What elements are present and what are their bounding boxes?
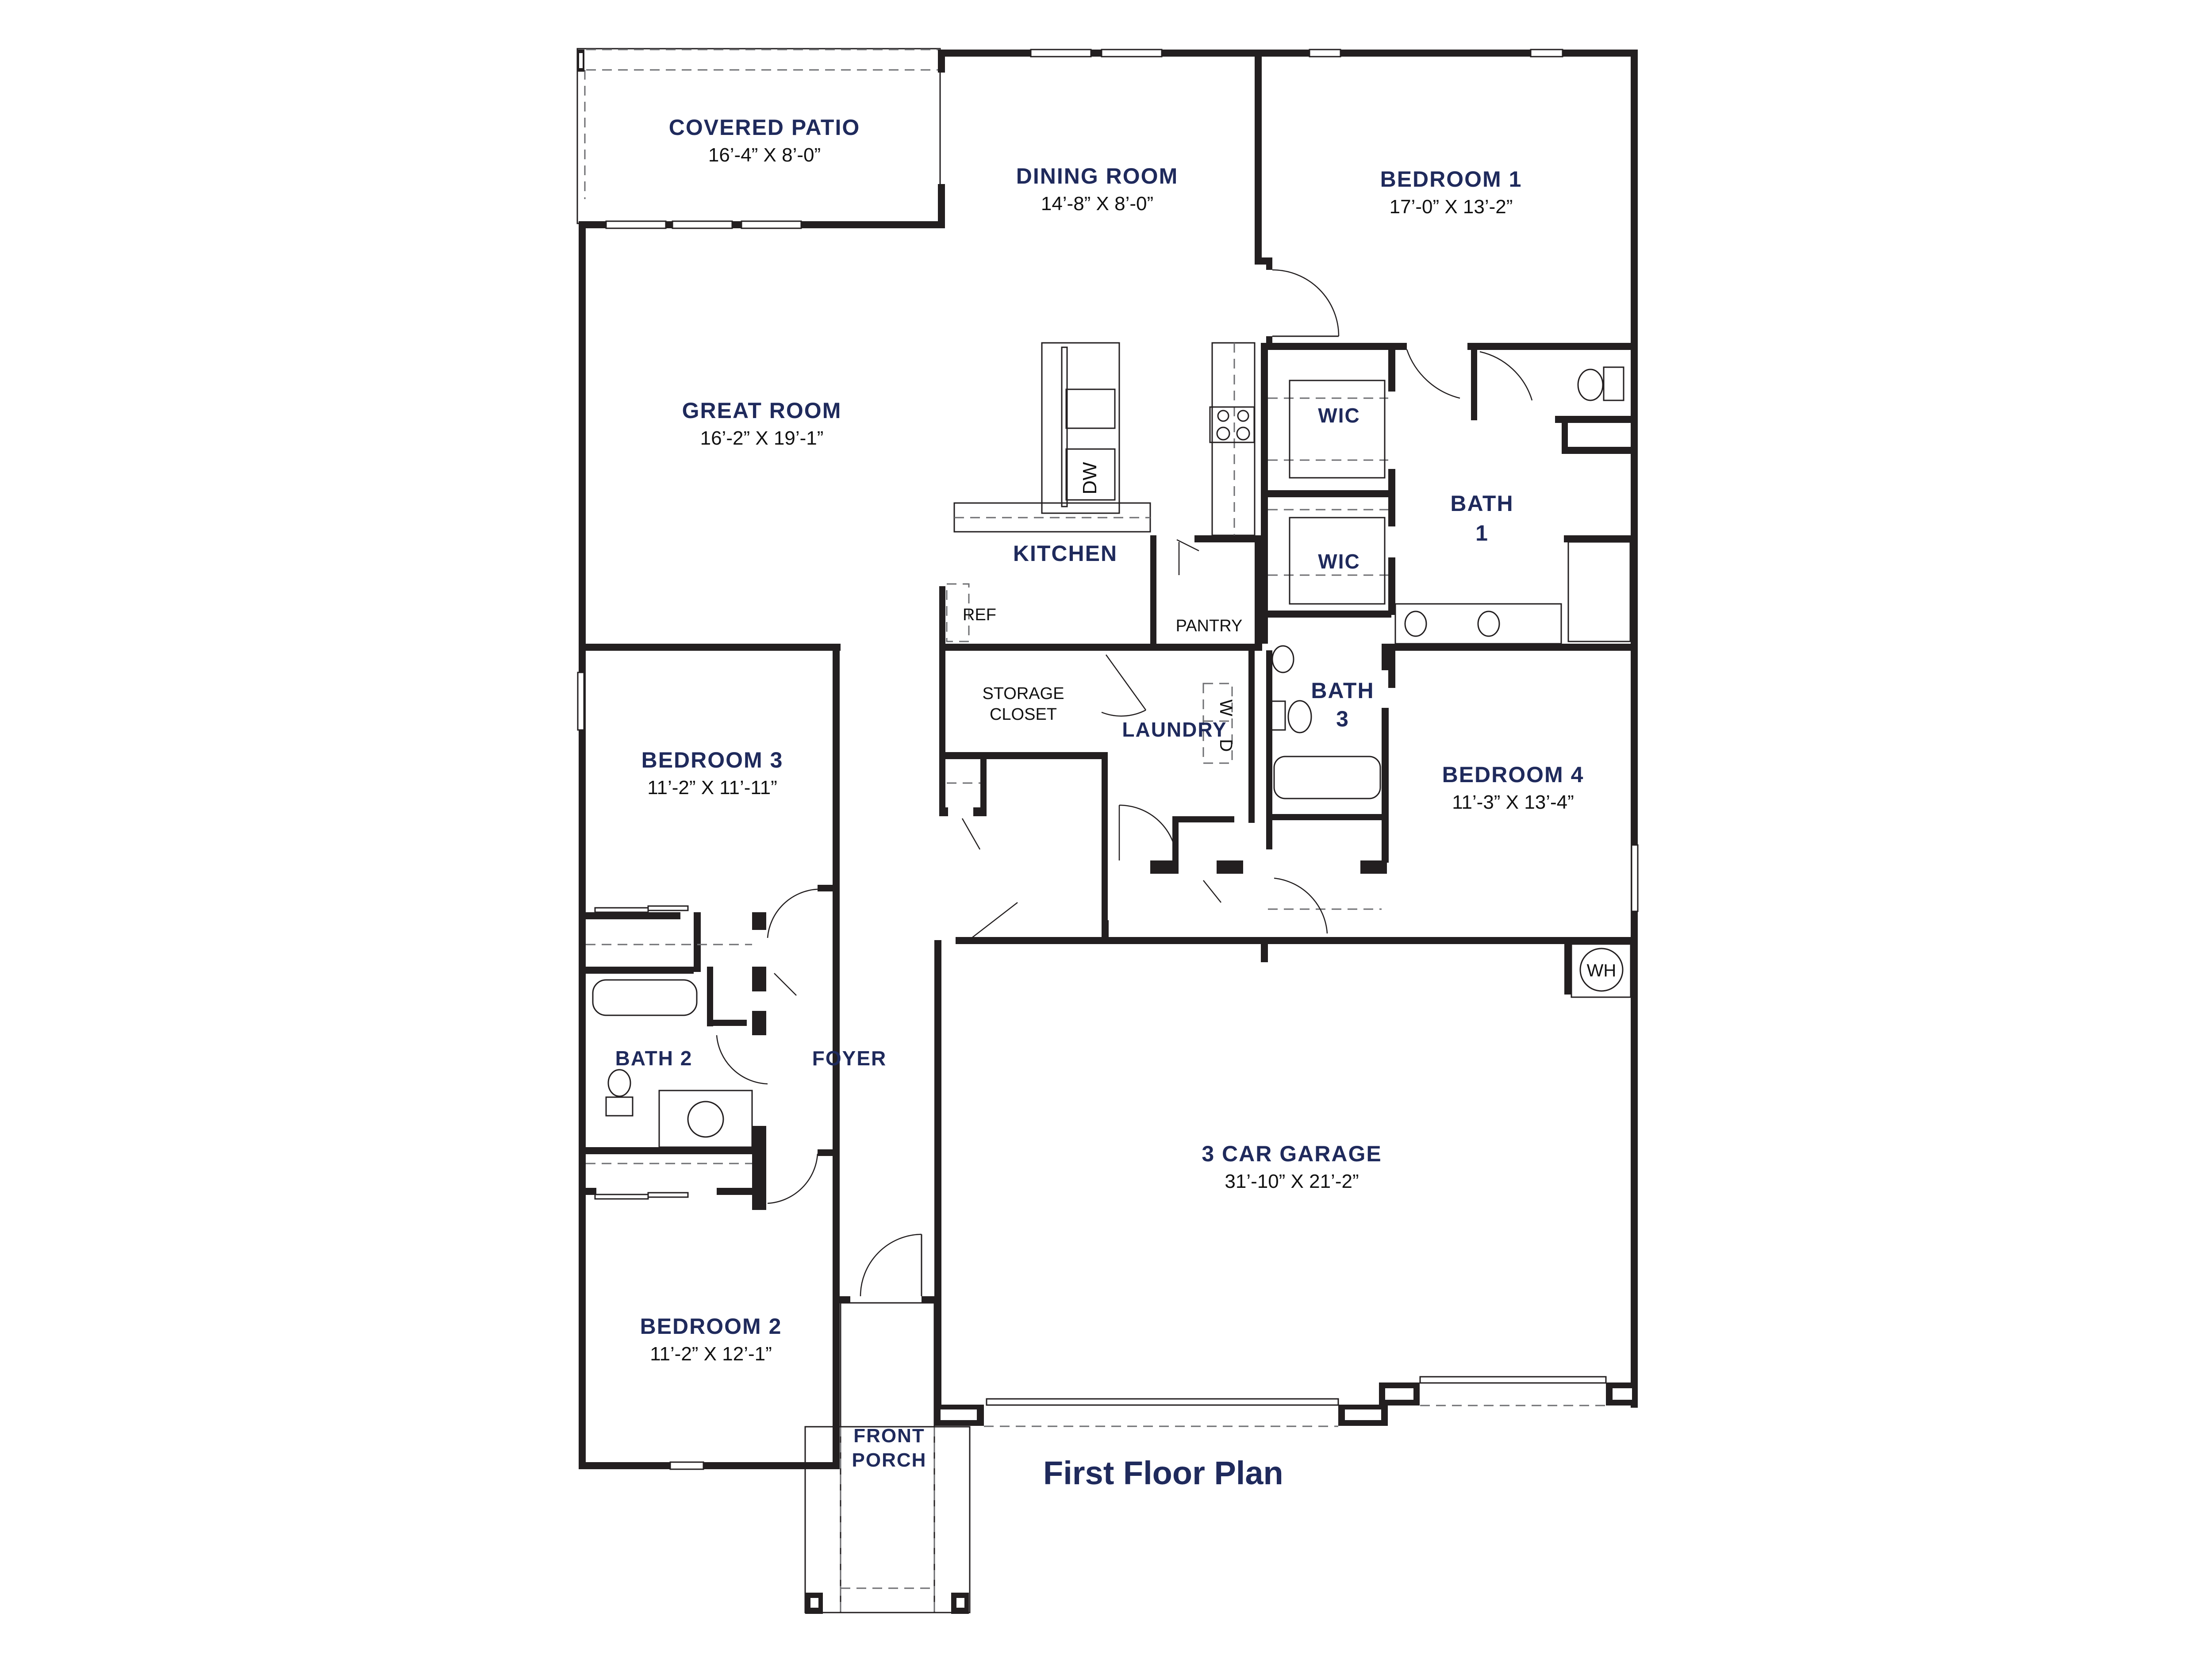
room-name: BEDROOM 3: [641, 748, 783, 772]
closet-shelves: [586, 380, 1388, 1200]
room-label-pantry: PANTRY: [1176, 617, 1243, 635]
room-label-bedroom-2: BEDROOM 2 11’-2” X 12’-1”: [640, 1314, 782, 1365]
dishwasher: DW: [1079, 462, 1101, 495]
kitchen-counter-range: [953, 342, 1256, 536]
dryer-label: D: [1216, 739, 1236, 752]
interior-walls: [579, 57, 1638, 1210]
room-name: BATH 2: [615, 1047, 693, 1070]
refrigerator: [946, 583, 970, 642]
room-dimensions: 17’-0” X 13’-2”: [1390, 196, 1513, 218]
room-label-wic-1: WIC: [1318, 404, 1360, 427]
room-name: DINING ROOM: [1016, 164, 1178, 188]
room-label-storage-closet: STORAGE CLOSET: [982, 684, 1064, 724]
plan-title: First Floor Plan: [1043, 1455, 1283, 1491]
room-label-kitchen: KITCHEN: [1013, 541, 1118, 566]
room-label-foyer: FOYER: [812, 1047, 887, 1070]
room-label-refrigerator: REF: [963, 606, 996, 624]
room-name: STORAGE: [982, 684, 1064, 703]
room-name: PORCH: [852, 1449, 927, 1471]
room-dimensions: 11’-2” X 12’-1”: [650, 1343, 772, 1365]
room-name: PANTRY: [1176, 617, 1243, 635]
room-name: FOYER: [812, 1047, 887, 1070]
room-label-front-porch: FRONT PORCH: [852, 1425, 927, 1471]
room-label-bath-3: BATH 3: [1311, 678, 1374, 731]
windows: [577, 49, 1639, 1470]
room-label-bath-2: BATH 2: [615, 1047, 693, 1070]
room-number: 3: [1336, 707, 1349, 731]
room-dimensions: 16’-2” X 19’-1”: [700, 427, 824, 449]
water-heater-label: WH: [1587, 961, 1617, 980]
room-dimensions: 31’-10” X 21’-2”: [1225, 1171, 1359, 1192]
washer-label: W: [1216, 699, 1236, 716]
room-name: FRONT: [853, 1425, 925, 1447]
door-swings: [716, 269, 1533, 1297]
bath-fixtures: [592, 366, 1631, 1148]
kitchen-island: [1041, 342, 1120, 514]
water-heater: WH: [1571, 943, 1632, 998]
room-dimensions: 16’-4” X 8’-0”: [708, 144, 821, 166]
room-number: 1: [1475, 521, 1489, 545]
room-label-laundry: LAUNDRY: [1122, 718, 1227, 741]
room-label-dining-room: DINING ROOM 14’-8” X 8’-0”: [1016, 164, 1178, 215]
room-label-garage: 3 CAR GARAGE 31’-10” X 21’-2”: [1202, 1141, 1382, 1192]
room-dimensions: 11’-3” X 13’-4”: [1452, 791, 1574, 813]
room-name: 3 CAR GARAGE: [1202, 1141, 1382, 1166]
room-dimensions: 14’-8” X 8’-0”: [1041, 193, 1153, 215]
room-label-bedroom-1: BEDROOM 1 17’-0” X 13’-2”: [1380, 167, 1522, 218]
room-name: BEDROOM 4: [1442, 762, 1584, 787]
washer-dryer: W D: [1202, 683, 1236, 764]
room-name: CLOSET: [990, 705, 1057, 724]
room-name: BATH: [1450, 491, 1513, 516]
room-name: BEDROOM 1: [1380, 167, 1522, 192]
room-label-covered-patio: COVERED PATIO 16’-4” X 8’-0”: [669, 115, 860, 166]
room-name: BATH: [1311, 678, 1374, 703]
room-label-bath-1: BATH 1: [1450, 491, 1513, 545]
room-label-bedroom-4: BEDROOM 4 11’-3” X 13’-4”: [1442, 762, 1584, 813]
room-label-wic-2: WIC: [1318, 550, 1360, 573]
room-name: GREAT ROOM: [682, 398, 842, 423]
room-label-great-room: GREAT ROOM 16’-2” X 19’-1”: [682, 398, 842, 449]
room-name: WIC: [1318, 550, 1360, 573]
refrigerator-label: REF: [963, 606, 996, 624]
room-name: BEDROOM 2: [640, 1314, 782, 1339]
front-porch-outline: [804, 1302, 971, 1614]
room-name: COVERED PATIO: [669, 115, 860, 140]
room-dimensions: 11’-2” X 11’-11”: [647, 777, 777, 799]
room-label-bedroom-3: BEDROOM 3 11’-2” X 11’-11”: [641, 748, 783, 799]
room-name: WIC: [1318, 404, 1360, 427]
room-name: KITCHEN: [1013, 541, 1118, 566]
dishwasher-label: DW: [1079, 462, 1101, 495]
room-name: LAUNDRY: [1122, 718, 1227, 741]
